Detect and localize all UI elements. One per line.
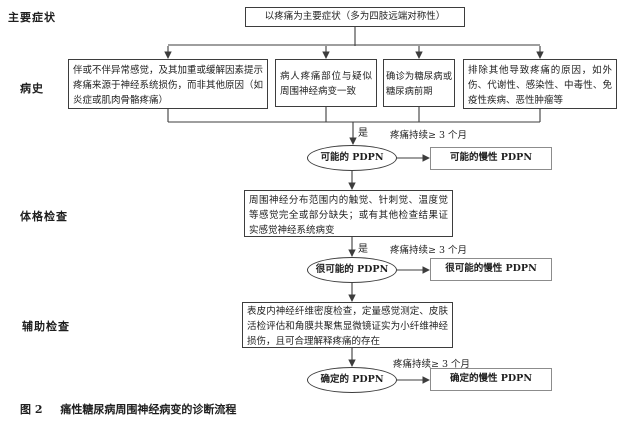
row-label-main-symptom: 主要症状: [8, 11, 56, 24]
duration-label-1: 疼痛持续≥ 3 个月: [390, 130, 468, 141]
node-main-symptom: 以疼痛为主要症状（多为四肢远端对称性）: [245, 7, 465, 27]
figure-title: 痛性糖尿病周围神经病变的诊断流程: [60, 403, 237, 416]
node-history-diabetes-diagnosis: 确诊为糖尿病或糖尿病前期: [383, 59, 455, 107]
node-history-exclude-other-causes: 排除其他导致疼痛的原因，如外伤、代谢性、感染性、中毒性、免疫性疾病、恶性肿瘤等: [463, 59, 617, 109]
node-possible-chronic-pdpn: 可能的慢性 PDPN: [430, 147, 552, 170]
row-label-physical-exam: 体格检查: [20, 210, 68, 223]
node-definite-pdpn: 确定的 PDPN: [307, 367, 397, 393]
node-physical-exam-criteria: 周围神经分布范围内的触觉、针刺觉、温度觉等感觉完全或部分缺失；或有其他检查结果证…: [244, 190, 453, 237]
duration-label-2: 疼痛持续≥ 3 个月: [390, 245, 468, 256]
node-history-pain-location: 病人疼痛部位与疑似周围神经病变一致: [275, 59, 377, 107]
figure-caption: 图 2 痛性糖尿病周围神经病变的诊断流程: [20, 401, 236, 417]
node-auxiliary-exam-criteria: 表皮内神经纤维密度检查，定量感觉测定、皮肤活检评估和角膜共聚焦显微镜证实为小纤维…: [242, 302, 453, 348]
yes-label-1: 是: [358, 128, 368, 139]
node-definite-chronic-pdpn: 确定的慢性 PDPN: [430, 368, 552, 391]
yes-label-2: 是: [358, 244, 368, 255]
node-probable-pdpn: 很可能的 PDPN: [307, 257, 397, 283]
row-label-auxiliary-exam: 辅助检查: [22, 320, 70, 333]
figure-label: 图 2: [20, 403, 43, 416]
node-history-pain-origin: 伴或不伴异常感觉，及其加重或缓解因素提示疼痛来源于神经系统损伤，而非其他原因（如…: [68, 59, 268, 109]
node-probable-chronic-pdpn: 很可能的慢性 PDPN: [430, 258, 552, 281]
node-possible-pdpn: 可能的 PDPN: [307, 145, 397, 171]
row-label-history: 病史: [20, 82, 44, 95]
duration-label-3: 疼痛持续≥ 3 个月: [393, 359, 471, 370]
